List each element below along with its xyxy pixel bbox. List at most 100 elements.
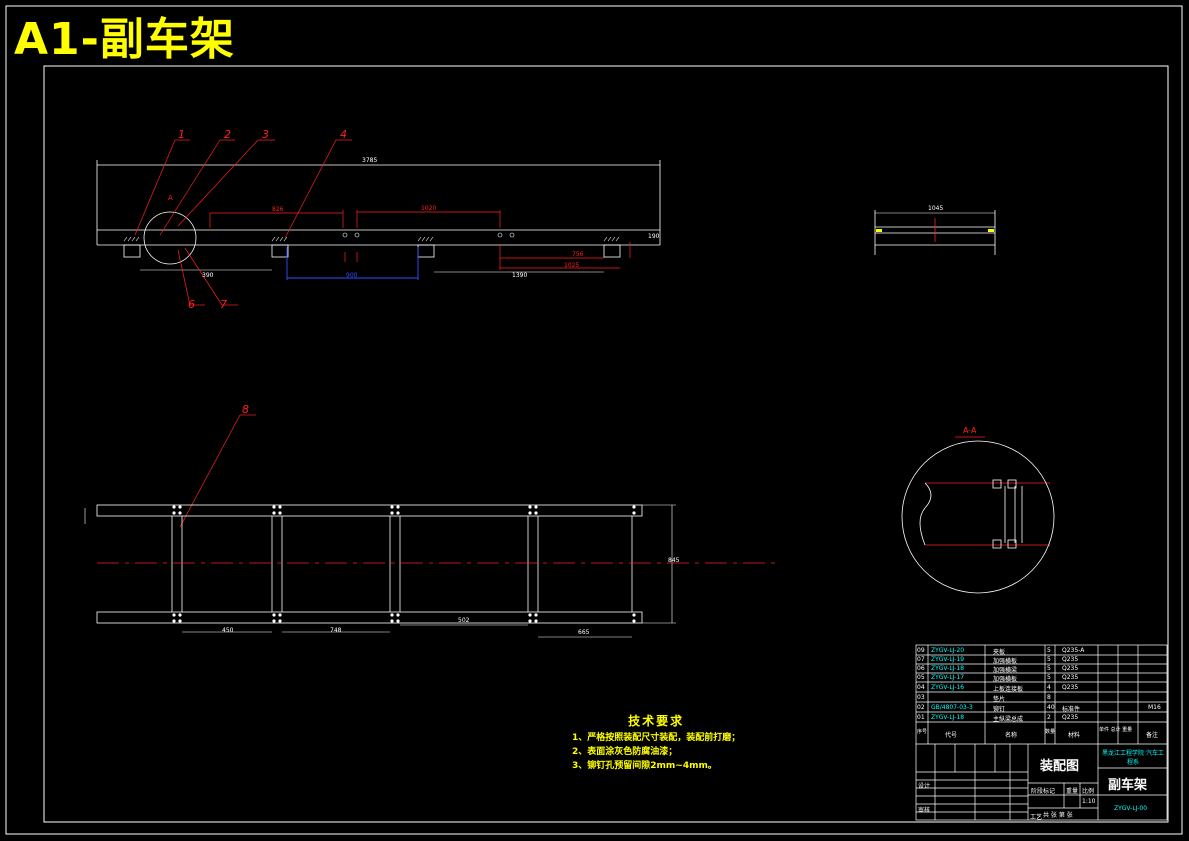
- plan-view: [96, 504, 676, 638]
- scale-label: 比例: [1082, 788, 1095, 795]
- bom-cell-code: ZYGV-LJ-17: [931, 674, 965, 681]
- callout-8: 8: [242, 403, 249, 416]
- elevation-view: [96, 160, 661, 273]
- technical-requirements: 技术要求 1、严格按照装配尺寸装配，装配前打磨； 2、表面涂灰色防腐油漆； 3、…: [572, 714, 740, 773]
- bom-cell-code: ZYGV-LJ-19: [931, 656, 965, 663]
- drawing-number: ZYGV-LJ-00: [1114, 805, 1148, 812]
- bom-cell-mat: Q235: [1062, 665, 1079, 672]
- dim-plan-b1: 450: [222, 627, 234, 634]
- bom-header-mat: 材料: [1068, 732, 1081, 739]
- tech-item: 1、严格按照装配尺寸装配，装配前打磨；: [572, 733, 741, 743]
- bom-cell-qty: 2: [1047, 714, 1051, 721]
- part-name: 副车架: [1108, 778, 1148, 793]
- dim-side-width: 1045: [928, 205, 944, 212]
- bom-cell-qty: 5: [1047, 674, 1051, 681]
- dim-plan-b4: 665: [578, 629, 590, 636]
- bom-cell-code: ZYGV-LJ-18: [931, 665, 965, 672]
- bom-cell-mat: Q235: [1062, 714, 1079, 721]
- bom-cell-no: 09: [917, 647, 925, 654]
- bom-cell-qty: 5: [1047, 647, 1051, 654]
- scale-value: 1:10: [1082, 798, 1096, 805]
- red-dims: [134, 139, 1050, 546]
- bom-cell-mat: 标准件: [1062, 706, 1081, 713]
- sheet-border-inner: [43, 65, 1169, 823]
- section-marker: A: [168, 194, 173, 202]
- sheet-border-outer: [5, 5, 1183, 835]
- dim-top-bot-mid: 900: [346, 272, 358, 279]
- bom-cell-no: 01: [917, 714, 925, 721]
- holes: [342, 232, 515, 238]
- bom-cell-name: 加强横板: [993, 676, 1018, 683]
- tech-item: 3、铆钉孔预留间隙2mm~4mm。: [572, 761, 717, 771]
- process-label: 工艺: [1030, 814, 1043, 821]
- dim-top-r2: 1025: [564, 262, 580, 269]
- drawing-type: 装配图: [1040, 759, 1080, 774]
- bom-cell-qty: 8: [1047, 694, 1051, 701]
- side-view-ends: [876, 229, 994, 232]
- callout-6: 6: [188, 298, 195, 311]
- school-name: 黑龙江工程学院 汽车工程系: [1102, 750, 1164, 766]
- dim-plan-b2: 748: [330, 627, 342, 634]
- dim-top-r1: 756: [572, 251, 584, 258]
- bom-header-no: 序号: [917, 729, 928, 735]
- bom-cell-mat: Q235-A: [1062, 647, 1085, 654]
- bom-cell-mat: Q235: [1062, 656, 1079, 663]
- bom-header-qty: 数量: [1045, 729, 1055, 735]
- bom-cell-name: 主纵梁总成: [993, 716, 1024, 723]
- title-block-grid: [915, 644, 1168, 821]
- dim-top-bot-left: 390: [202, 272, 214, 279]
- section-a-a: [901, 440, 1055, 594]
- dim-top-overall: 3785: [362, 157, 378, 164]
- bom-cell-mat: Q235: [1062, 674, 1079, 681]
- bom-cell-code: ZYGV-LJ-16: [931, 684, 965, 691]
- dim-top-left: 826: [272, 206, 284, 213]
- bom-cell-code: ZYGV-LJ-20: [931, 647, 965, 654]
- dim-plan-b3: 502: [458, 617, 470, 624]
- bom-header-note: 备注: [1146, 732, 1159, 739]
- dim-plan-width: 845: [668, 557, 680, 564]
- dim-top-mid: 1020: [421, 205, 437, 212]
- bom-cell-qty: 40: [1047, 704, 1055, 711]
- drawing-title: A1-副车架: [14, 14, 235, 65]
- bom-cell-no: 05: [917, 674, 925, 681]
- bom-cell-name: 夹板: [993, 649, 1006, 656]
- callout-2: 2: [224, 128, 231, 141]
- review-label: 审核: [918, 807, 931, 814]
- bom-cell-code: GB/4807-03-3: [931, 704, 973, 711]
- sheet-label: 共 张 第 张: [1043, 812, 1073, 819]
- design-label: 设计: [918, 783, 931, 790]
- callout-1: 1: [178, 128, 185, 141]
- weight-label: 重量: [1066, 788, 1079, 795]
- callout-7: 7: [220, 298, 227, 311]
- plan-rivets: [172, 505, 636, 623]
- bom-cell-mat: Q235: [1062, 684, 1079, 691]
- bom-cell-qty: 5: [1047, 656, 1051, 663]
- bom-header-name: 名称: [1005, 732, 1018, 739]
- stage-label: 阶段标记: [1031, 788, 1056, 795]
- tech-item: 2、表面涂灰色防腐油漆；: [572, 747, 678, 757]
- bom-cell-no: 02: [917, 704, 925, 711]
- bom-cell-qty: 5: [1047, 665, 1051, 672]
- bom-cell-name: 上板连接板: [993, 686, 1024, 693]
- bom-cell-name: 垫片: [993, 696, 1006, 703]
- bom-cell-no: 03: [917, 694, 925, 701]
- bracket-hatch: [123, 236, 620, 242]
- dim-top-height: 190: [648, 233, 660, 240]
- tech-heading: 技术要求: [628, 714, 685, 728]
- blue-dim: [286, 247, 419, 280]
- section-title: A-A: [963, 426, 977, 435]
- bom-cell-name: 加强横梁: [993, 667, 1018, 674]
- bom-cell-qty: 4: [1047, 684, 1051, 691]
- callout-4: 4: [340, 128, 347, 141]
- dim-top-bot-right: 1390: [512, 272, 528, 279]
- bom-cell-name: 加强横板: [993, 658, 1018, 665]
- bom-cell-no: 06: [917, 665, 925, 672]
- bom-header-code: 代号: [945, 732, 958, 739]
- callout-3: 3: [262, 128, 269, 141]
- bom-cell-name: 铆钉: [993, 706, 1006, 713]
- bom-cell-note: M16: [1148, 704, 1161, 711]
- bom-cell-code: ZYGV-LJ-18: [931, 714, 965, 721]
- bom-cell-no: 04: [917, 684, 925, 691]
- bom-header-weight: 单件 总计 重量: [1099, 727, 1133, 733]
